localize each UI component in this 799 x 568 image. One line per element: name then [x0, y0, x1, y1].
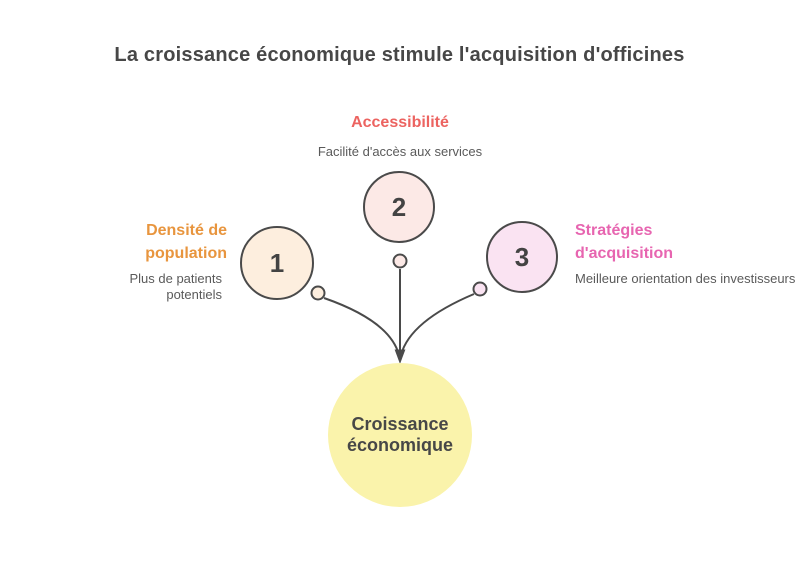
node-1-subtitle: Plus de patients potentiels [129, 271, 222, 302]
node-3-subtitle: Meilleure orientation des investisseurs [575, 271, 796, 286]
node-2-number: 2 [391, 191, 407, 222]
node-3-number: 3 [514, 241, 530, 272]
node-3-title: Stratégies d'acquisition [575, 222, 674, 262]
node-2-title: Accessibilité [351, 114, 449, 131]
connector-line-3 [400, 293, 475, 356]
arrowhead-icon [394, 349, 406, 364]
node-1-title: Densité de population [145, 222, 227, 262]
connector-dot-1 [310, 285, 326, 301]
node-1-circle: 1 [240, 226, 314, 300]
center-label: Croissance économique [346, 414, 453, 455]
node-2-circle: 2 [363, 171, 435, 243]
diagram-title: La croissance économique stimule l'acqui… [114, 44, 685, 66]
node-3-circle: 3 [486, 221, 558, 293]
connector-dot-2 [392, 253, 408, 269]
center-circle: Croissance économique [328, 363, 472, 507]
connector-line-1 [323, 297, 400, 356]
node-2-subtitle: Facilité d'accès aux services [317, 144, 483, 159]
node-1-number: 1 [269, 247, 285, 278]
connector-dot-3 [472, 281, 488, 297]
